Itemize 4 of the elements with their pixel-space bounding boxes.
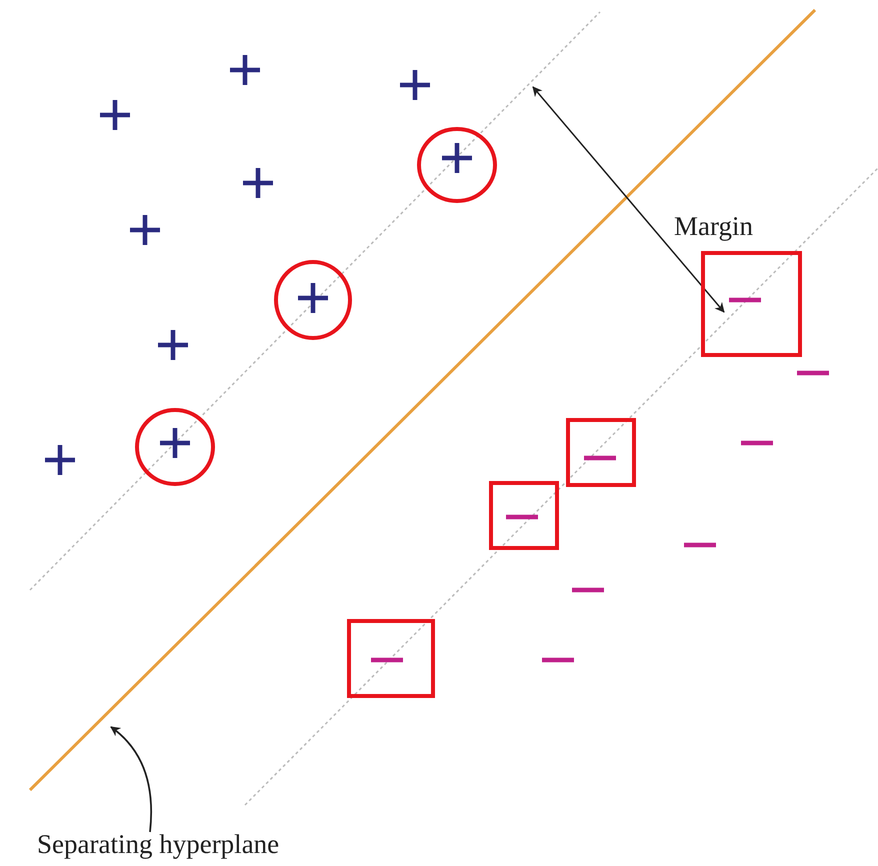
hyperplane-line [28,8,816,792]
leader-line [110,726,152,832]
margin-label: Margin [674,212,753,242]
hyperplane-label: Separating hyperplane [37,830,280,860]
